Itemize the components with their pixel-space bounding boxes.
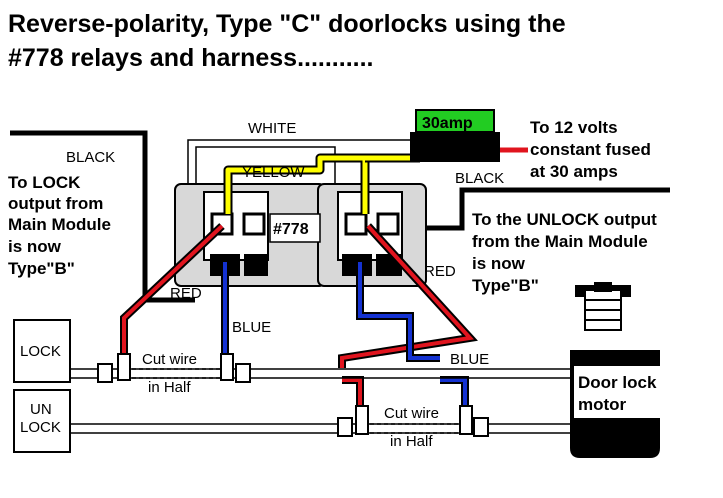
fuse-label: 30amp [422, 115, 473, 132]
unlock-switch-box: UN LOCK [13, 389, 71, 453]
white-wire-inner [195, 146, 336, 192]
unlock-box-label-2: LOCK [20, 419, 61, 436]
motor-label-1: Door lock [578, 373, 657, 392]
unlock-box-label-1: UN [30, 401, 52, 418]
unlock-note-line-1: To the UNLOCK output [472, 210, 657, 229]
cut1-line-2: in Half [148, 379, 191, 396]
unlock-note-line-2: from the Main Module [472, 232, 648, 251]
label-black-left: BLACK [66, 149, 115, 166]
black-wire-left-lock [10, 130, 195, 303]
lock-note-line-5: Type"B" [8, 259, 75, 278]
black-wire-right-unlock [405, 187, 670, 231]
label-black-right: BLACK [455, 170, 504, 187]
to12v-line-2: constant fused [530, 140, 651, 159]
relay-label: #778 [273, 221, 309, 238]
relay-label-box [269, 213, 321, 243]
to12v-line-3: at 30 amps [530, 162, 618, 181]
splice-connectors [97, 353, 489, 437]
blue-wires [221, 262, 469, 408]
title-line-2: #778 relays and harness........... [8, 44, 373, 72]
door-lock-motor: Door lock motor [570, 282, 669, 458]
lock-note-line-2: output from [8, 194, 103, 213]
fuse: 30amp [410, 109, 528, 162]
unlock-note-line-3: is now [472, 254, 526, 273]
label-yellow: YELLOW [242, 164, 305, 181]
motor-label-2: motor [578, 395, 627, 414]
title-line-1: Reverse-polarity, Type "C" doorlocks usi… [8, 10, 566, 38]
cut2-line-2: in Half [390, 433, 433, 450]
cut1-line-1: Cut wire [142, 351, 197, 368]
label-blue-left: BLUE [232, 319, 271, 336]
label-blue-right: BLUE [450, 351, 489, 368]
lock-switch-box: LOCK [13, 319, 71, 383]
label-white: WHITE [248, 120, 296, 137]
lock-note-line-3: Main Module [8, 215, 111, 234]
relay-left [174, 183, 326, 287]
lock-note-line-4: is now [8, 237, 62, 256]
to12v-line-1: To 12 volts [530, 118, 618, 137]
lock-box-label: LOCK [20, 343, 61, 360]
yellow-wires-fill [225, 155, 368, 214]
cut-gaps [132, 368, 458, 434]
harness-lines [70, 368, 570, 434]
label-red-left: RED [170, 285, 202, 302]
lock-note-line-1: To LOCK [8, 173, 81, 192]
cut2-line-1: Cut wire [384, 405, 439, 422]
unlock-note-line-4: Type"B" [472, 276, 539, 295]
label-red-right: RED [424, 263, 456, 280]
